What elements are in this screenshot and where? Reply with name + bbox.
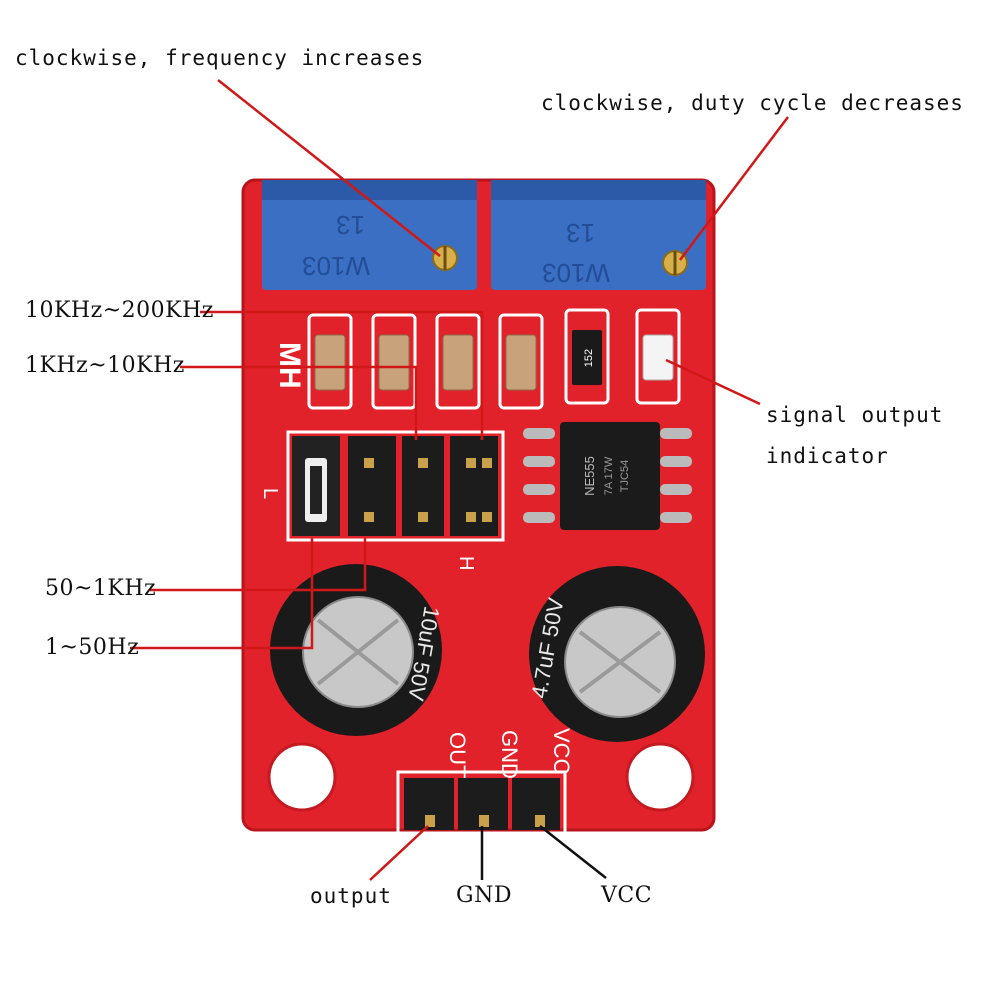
pot-frequency: 13 W103 <box>262 180 477 290</box>
pot-left-bottom-text: W103 <box>302 251 370 281</box>
smd-cap-1 <box>314 334 346 391</box>
ic-marking-2: 7A 17W <box>603 456 615 495</box>
jumper-low-label: L <box>259 488 281 499</box>
jumper-header <box>286 430 505 542</box>
ic-marking-1: NE555 <box>582 456 597 496</box>
ic-marking-3: TJC54 <box>619 460 631 492</box>
led-indicator <box>642 334 674 381</box>
leader-vcc <box>539 825 607 879</box>
smd-cap-3 <box>442 334 474 391</box>
pin-header <box>396 770 567 836</box>
silkscreen-logo: MH <box>273 342 306 389</box>
leader-freq-knob <box>217 79 441 257</box>
leader-output <box>369 825 429 881</box>
mount-hole-left <box>267 742 337 812</box>
annotation-signal-line1: signal output <box>766 403 944 427</box>
annotation-range-1k-10k: 1KHz~10KHz <box>25 353 185 378</box>
leader-10k-200k <box>200 310 484 440</box>
leader-signal-indicator <box>665 358 761 406</box>
jumper-high-label: H <box>455 556 477 570</box>
pin-out <box>425 815 435 827</box>
leader-50-1k <box>150 538 367 592</box>
smd-resistor <box>572 330 602 385</box>
annotation-range-50-1k: 50~1KHz <box>45 576 157 601</box>
smd-cap-2 <box>378 334 410 391</box>
ne555-chip: NE555 7A 17W TJC54 <box>523 422 692 530</box>
annotation-gnd: GND <box>456 883 512 908</box>
pin-vcc-label: VCC <box>549 728 574 775</box>
annotation-range-1-50: 1~50Hz <box>45 635 140 660</box>
pot-right-bottom-text: W103 <box>542 258 610 288</box>
pin-vcc <box>535 815 545 827</box>
annotation-freq-knob: clockwise, frequency increases <box>15 46 425 70</box>
leader-1-50 <box>130 538 314 650</box>
annotation-output: output <box>310 884 392 908</box>
pin-gnd <box>479 815 489 827</box>
annotation-signal-line2: indicator <box>766 444 889 468</box>
pot-right-top-text: 13 <box>566 218 595 248</box>
resistor-code: 152 <box>583 349 595 367</box>
annotation-vcc: VCC <box>601 883 653 908</box>
pot-duty: 13 W103 <box>491 180 706 290</box>
pot-left-top-text: 13 <box>336 210 365 240</box>
mount-hole-right <box>625 742 695 812</box>
electrolytic-cap-right: 4.7uF 50V <box>526 566 705 742</box>
annotation-duty-knob: clockwise, duty cycle decreases <box>541 91 964 115</box>
smd-capacitor-row <box>307 308 681 410</box>
smd-cap-4 <box>505 334 537 391</box>
annotation-range-10k-200k: 10KHz~200KHz <box>25 298 214 323</box>
leader-duty-knob <box>679 116 789 261</box>
leader-1k-10k <box>180 365 418 440</box>
